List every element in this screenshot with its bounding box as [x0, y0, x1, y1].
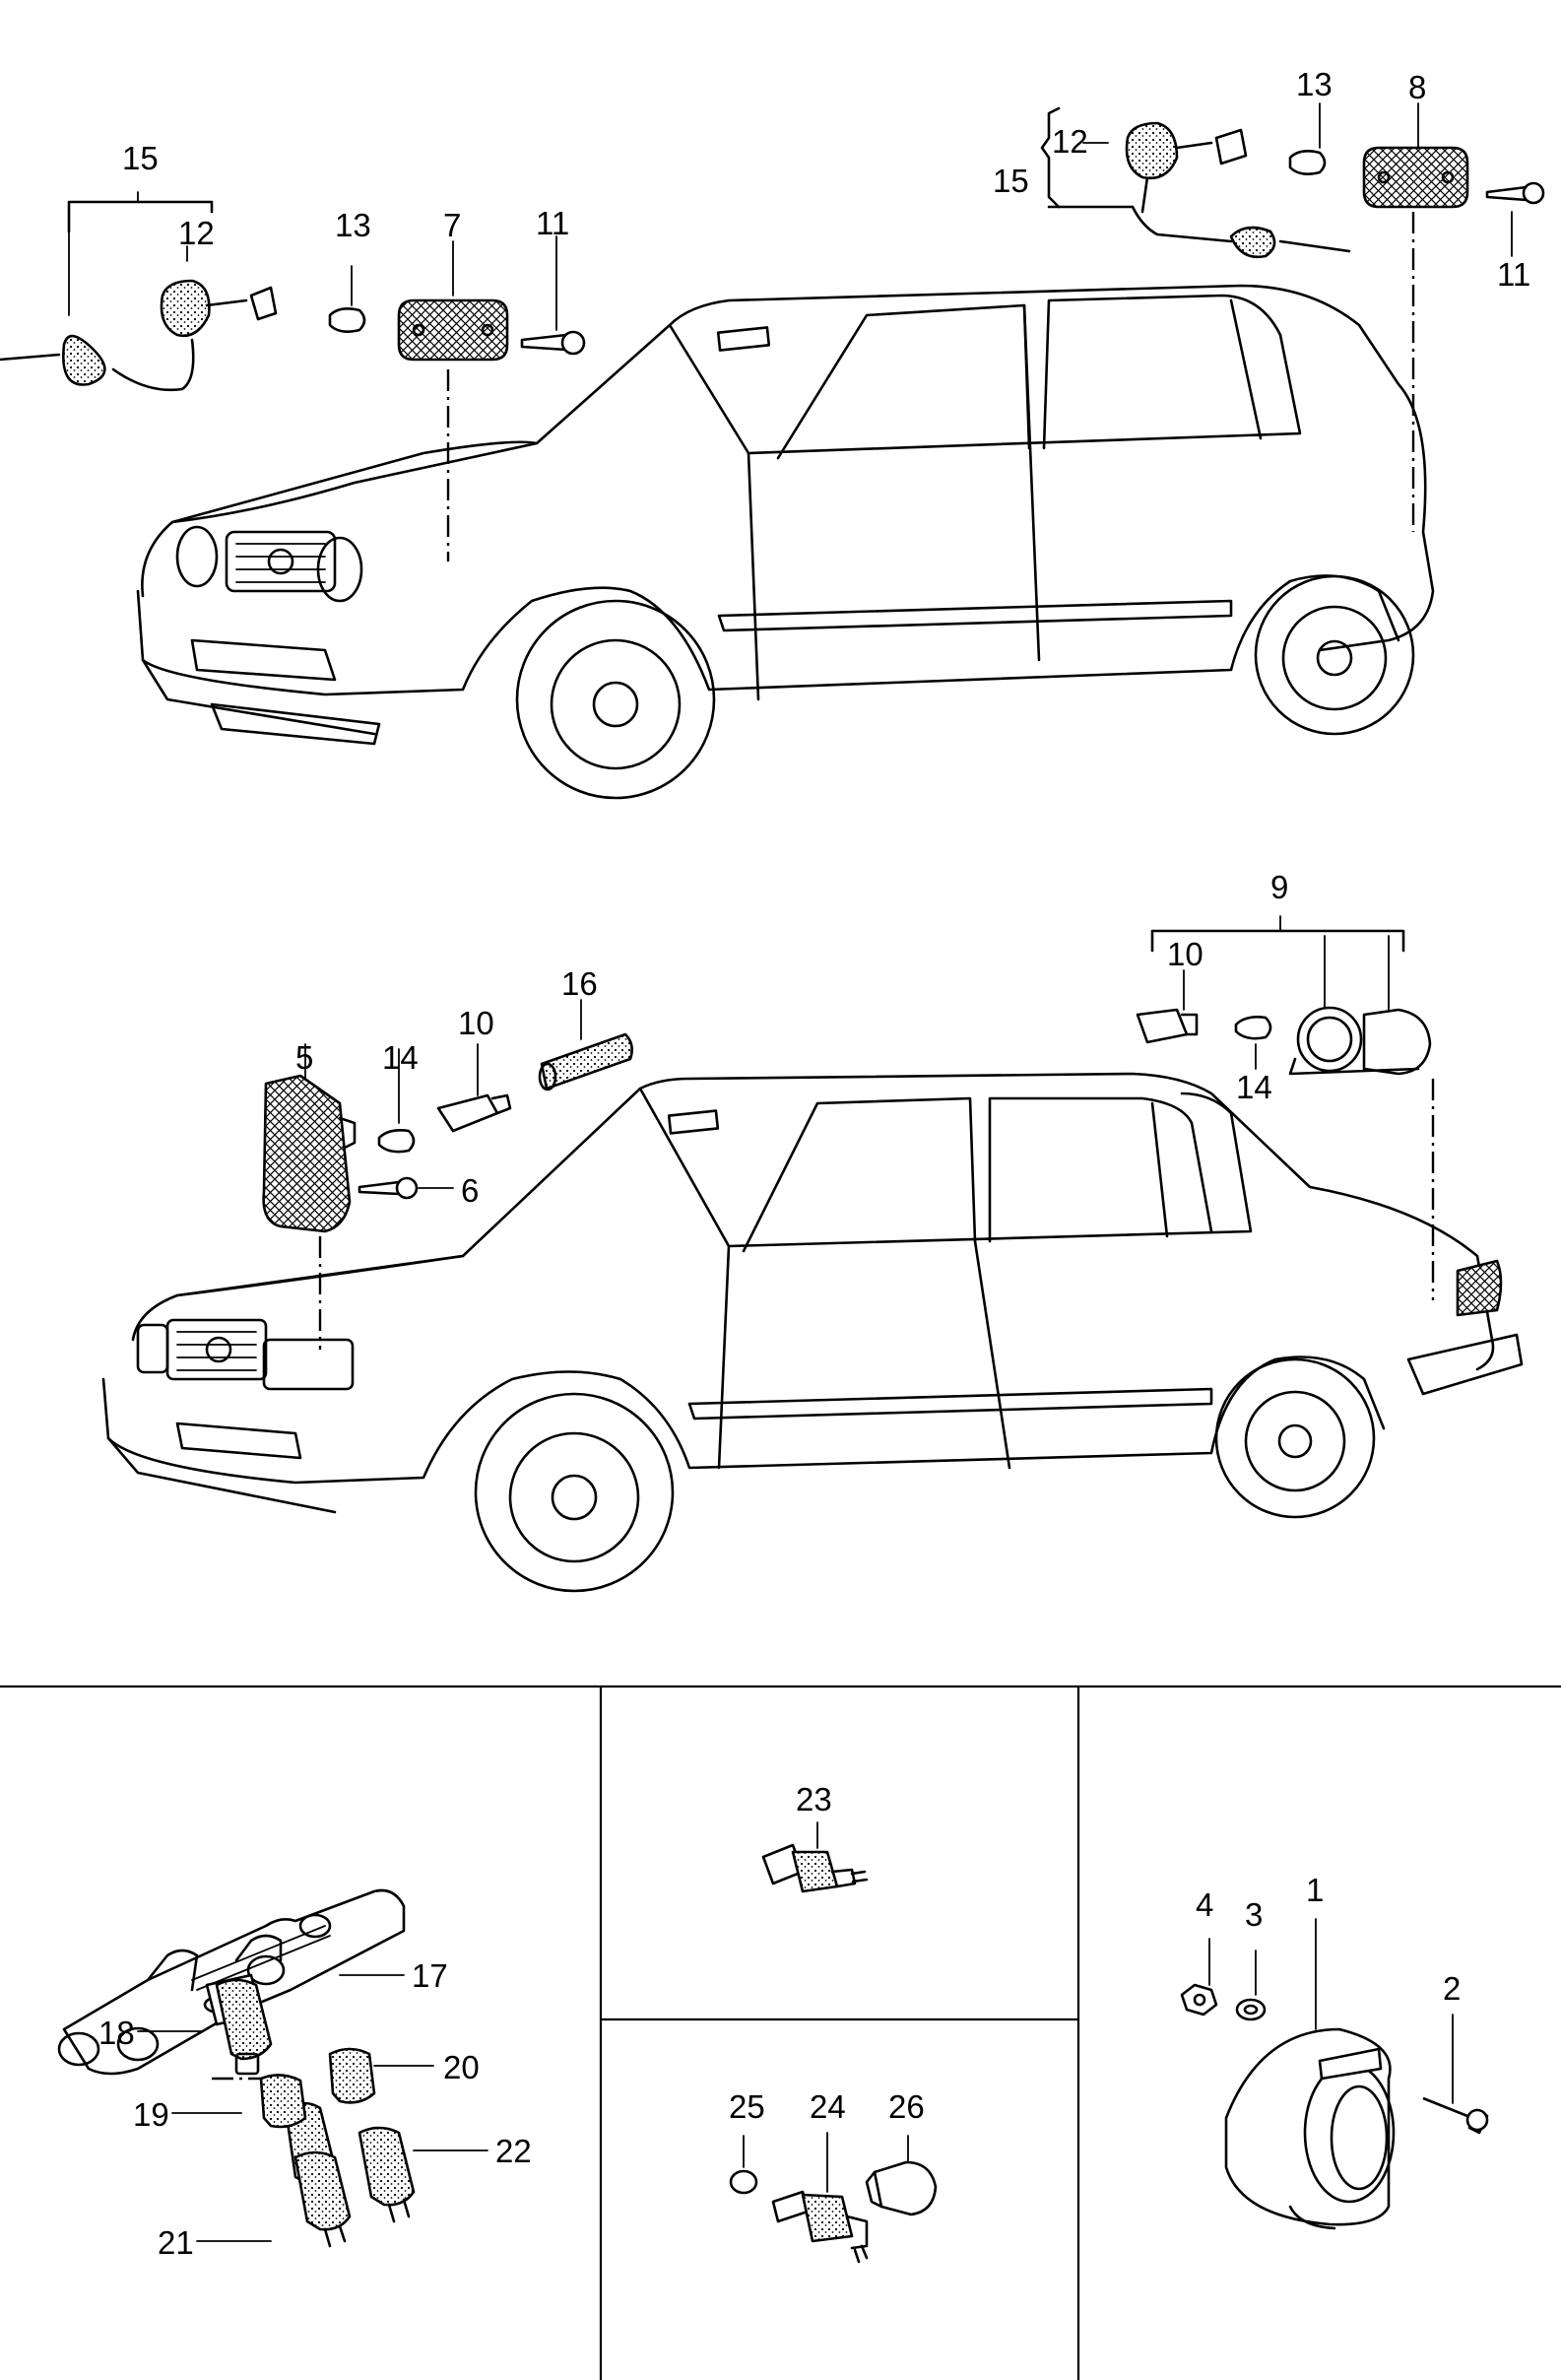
grommet — [1229, 226, 1276, 259]
callout-8: 8 — [1408, 69, 1426, 105]
callout-12: 12 — [1052, 123, 1088, 160]
marker-lamp-icon — [1362, 1008, 1432, 1076]
temperature-switch-icon — [761, 1821, 869, 1893]
nut-icon — [1180, 1983, 1218, 2016]
front-marker-assembly-hatchback — [0, 191, 586, 562]
callout-3: 3 — [1245, 1896, 1263, 1933]
callout-7: 7 — [443, 207, 461, 243]
switch-21 — [293, 2150, 352, 2248]
callout-19: 19 — [133, 2096, 169, 2133]
grommet — [62, 334, 106, 386]
callout-2: 2 — [1443, 1970, 1461, 2007]
bulb-holder-icon — [249, 286, 278, 321]
switch-19 — [259, 2074, 307, 2129]
side-marker-light-icon — [262, 1074, 352, 1233]
relay-assembly — [1180, 1918, 1489, 2230]
bulb-icon — [1234, 1016, 1272, 1040]
callout-11: 11 — [1497, 256, 1530, 293]
callout-10: 10 — [1167, 936, 1203, 972]
panel-frames — [0, 1685, 1561, 2380]
hatchback-car-illustration — [136, 284, 1435, 800]
bulb-socket-icon — [436, 1093, 499, 1133]
cable-connector — [540, 1032, 633, 1091]
callout-23: 23 — [796, 1781, 832, 1818]
callout-6: 6 — [461, 1172, 479, 1209]
bulb-socket-icon — [1125, 121, 1179, 180]
bulb-socket-icon — [1136, 1008, 1189, 1044]
callout-26: 26 — [888, 2088, 925, 2125]
rear-marker-assembly-sedan — [1136, 915, 1435, 1300]
callout-4: 4 — [1196, 1886, 1213, 1923]
callout-24: 24 — [810, 2088, 846, 2125]
relay-housing-icon — [1224, 2027, 1392, 2226]
callout-13: 13 — [1296, 66, 1333, 102]
callout-15: 15 — [993, 163, 1029, 199]
bulb-socket-icon — [160, 279, 211, 338]
callout-12: 12 — [178, 215, 215, 251]
master-cylinder-panel — [57, 1888, 488, 2248]
switch-20 — [328, 2047, 376, 2104]
callout-9: 9 — [1270, 869, 1288, 905]
callout-13: 13 — [335, 207, 371, 243]
o-ring-icon — [729, 2169, 758, 2195]
side-marker-light-icon — [397, 298, 509, 362]
bulb-icon — [377, 1129, 416, 1154]
bulb-icon — [1288, 150, 1327, 175]
callout-20: 20 — [443, 2049, 480, 2085]
callout-10: 10 — [458, 1005, 494, 1041]
callout-25: 25 — [729, 2088, 765, 2125]
callout-15: 15 — [122, 140, 159, 176]
callout-21: 21 — [158, 2224, 194, 2261]
front-marker-assembly-sedan — [262, 999, 633, 1350]
callout-16: 16 — [561, 965, 598, 1002]
callout-1: 1 — [1306, 1872, 1324, 1908]
switch-group-24-26 — [729, 2132, 938, 2264]
sedan-car-illustration — [101, 1072, 1524, 1593]
rear-marker-assembly-hatchback — [1040, 102, 1545, 532]
washer-icon — [1235, 1998, 1267, 2021]
side-marker-light-icon — [1362, 146, 1469, 209]
callout-14: 14 — [382, 1039, 419, 1076]
callout-5: 5 — [295, 1039, 313, 1076]
callout-22: 22 — [495, 2133, 532, 2169]
callout-11: 11 — [536, 205, 569, 241]
callout-14: 14 — [1236, 1069, 1272, 1105]
pressure-switch-18 — [215, 1978, 273, 2076]
switch-22 — [358, 2126, 416, 2223]
callout-17: 17 — [412, 1957, 448, 1994]
callout-18: 18 — [98, 2015, 135, 2051]
plug-icon — [873, 2160, 938, 2216]
bulb-icon — [328, 307, 366, 333]
bulb-holder-icon — [1214, 128, 1248, 165]
